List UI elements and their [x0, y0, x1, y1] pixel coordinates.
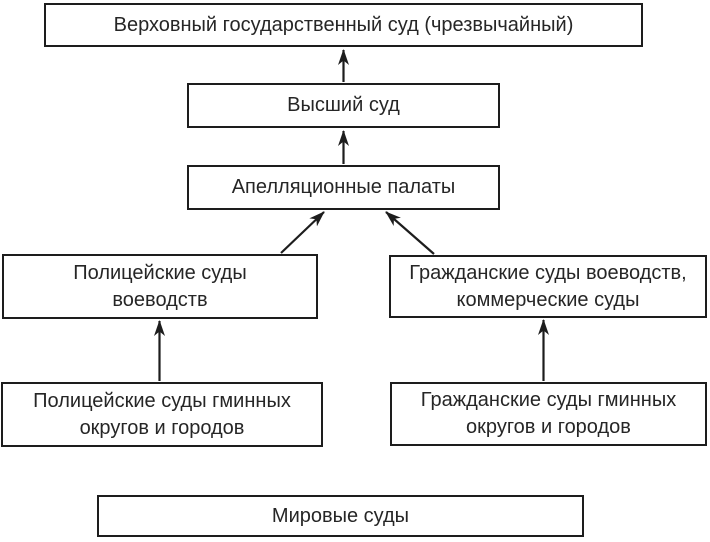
- arrow-civil-voivodeship-to-appellate: [385, 211, 435, 255]
- node-higher-court: Высший суд: [187, 83, 500, 128]
- node-supreme-state-court: Верховный государственный суд (чрезвычай…: [44, 3, 643, 47]
- node-magistrate-courts: Мировые суды: [97, 495, 584, 537]
- node-appellate-chambers: Апелляционные палаты: [187, 165, 500, 210]
- arrow-police-voivodeship-to-appellate: [280, 211, 325, 254]
- node-civil-gmina-courts: Гражданские суды гминных округов и город…: [390, 382, 707, 446]
- node-police-gmina-courts: Полицейские суды гминных округов и город…: [1, 382, 323, 447]
- node-civil-voivodeship-courts: Гражданские суды воеводств, коммерческие…: [389, 255, 707, 318]
- node-police-voivodeship-courts: Полицейские суды воеводств: [2, 254, 318, 319]
